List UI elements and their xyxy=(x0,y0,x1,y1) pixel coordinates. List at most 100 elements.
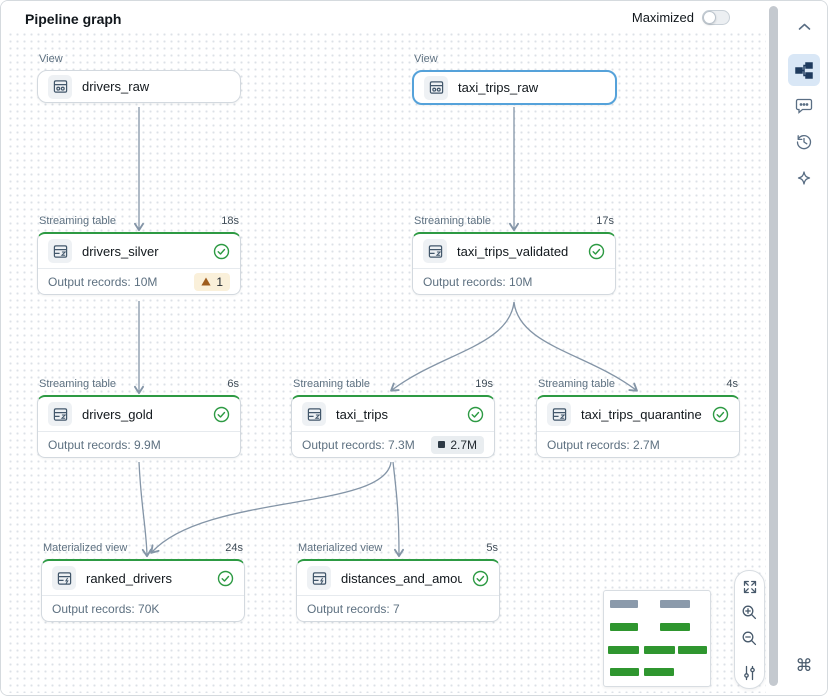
success-check-icon xyxy=(472,570,489,587)
view-table-icon xyxy=(424,75,448,100)
node-group-taxi_trips_validated: Streaming table 17s taxi_trips_validated… xyxy=(412,215,616,295)
minimap-node xyxy=(610,668,639,676)
node-group-ranked_drivers: Materialized view 24s ranked_drivers Out… xyxy=(41,542,245,622)
success-check-icon xyxy=(213,406,230,423)
streaming-table-icon xyxy=(48,239,72,263)
minimap-node xyxy=(660,623,690,631)
output-records: Output records: 9.9M xyxy=(48,437,161,452)
node-name: drivers_gold xyxy=(82,406,153,422)
backlog-count: 2.7M xyxy=(450,437,477,452)
node-kind-label: Materialized view xyxy=(298,542,383,554)
node-duration: 18s xyxy=(221,215,239,227)
pipeline-graph-tab[interactable] xyxy=(788,54,820,86)
output-records: Output records: 10M xyxy=(423,274,533,289)
minimap-node xyxy=(644,646,675,654)
minimap-node xyxy=(608,646,639,654)
backlog-square-icon xyxy=(438,441,446,448)
streaming-table-icon xyxy=(547,402,571,426)
success-check-icon xyxy=(213,243,230,260)
success-check-icon xyxy=(217,570,234,587)
output-records: Output records: 2.7M xyxy=(547,437,660,452)
assistant-sparkle-tab[interactable] xyxy=(788,162,820,194)
graph-node-drivers_gold[interactable]: drivers_gold Output records: 9.9M xyxy=(37,395,241,458)
node-duration: 5s xyxy=(486,542,498,554)
node-group-drivers_raw: View drivers_raw xyxy=(37,53,241,103)
materialized-view-icon xyxy=(307,566,331,590)
graph-node-taxi_trips_quarantine[interactable]: taxi_trips_quarantine Output records: 2.… xyxy=(536,395,740,458)
view-table-icon xyxy=(48,74,72,99)
node-group-drivers_gold: Streaming table 6s drivers_gold Output r… xyxy=(37,378,241,458)
zoom-controls xyxy=(734,570,765,689)
graph-node-taxi_trips[interactable]: taxi_trips Output records: 7.3M 2.7M xyxy=(291,395,495,458)
node-name: distances_and_amounts_b... xyxy=(341,570,462,586)
node-duration: 24s xyxy=(225,542,243,554)
output-records: Output records: 7.3M xyxy=(302,437,415,452)
success-check-icon xyxy=(588,243,605,260)
minimap-node xyxy=(660,600,690,608)
graph-node-ranked_drivers[interactable]: ranked_drivers Output records: 70K xyxy=(41,559,245,622)
node-group-taxi_trips_quarantine: Streaming table 4s taxi_trips_quarantine… xyxy=(536,378,740,458)
warning-count: 1 xyxy=(216,274,223,289)
success-check-icon xyxy=(467,406,484,423)
node-kind-label: Materialized view xyxy=(43,542,128,554)
node-name: ranked_drivers xyxy=(86,570,172,586)
minimap-node xyxy=(610,600,638,608)
node-group-drivers_silver: Streaming table 18s drivers_silver Outpu… xyxy=(37,215,241,295)
materialized-view-icon xyxy=(52,566,76,590)
graph-node-taxi_trips_raw[interactable]: taxi_trips_raw xyxy=(412,70,617,105)
output-records: Output records: 7 xyxy=(307,601,400,616)
panel-header: Pipeline graph Maximized xyxy=(1,1,782,31)
node-kind-label: Streaming table xyxy=(293,378,371,390)
graph-node-drivers_silver[interactable]: drivers_silver Output records: 10M 1 xyxy=(37,232,241,295)
expectation-warning-badge[interactable]: 1 xyxy=(194,272,230,291)
node-kind-label: Streaming table xyxy=(538,378,616,390)
output-records: Output records: 10M xyxy=(48,274,158,289)
node-group-distances_and_amounts: Materialized view 5s distances_and_amoun… xyxy=(296,542,500,622)
zoom-out-button[interactable] xyxy=(741,630,758,647)
right-sidebar: ⌘ xyxy=(781,1,827,695)
minimap-node xyxy=(678,646,707,654)
node-kind-label: Streaming table xyxy=(39,378,117,390)
graph-node-distances_and_amounts[interactable]: distances_and_amounts_b... Output record… xyxy=(296,559,500,622)
graph-node-taxi_trips_validated[interactable]: taxi_trips_validated Output records: 10M xyxy=(412,232,616,295)
node-group-taxi_trips_raw: View taxi_trips_raw xyxy=(412,53,617,105)
node-name: drivers_raw xyxy=(82,79,150,94)
node-duration: 19s xyxy=(475,378,493,390)
minimap-node xyxy=(610,623,638,631)
vertical-scrollbar[interactable] xyxy=(769,6,778,686)
node-duration: 17s xyxy=(596,215,614,227)
streaming-table-icon xyxy=(423,239,447,263)
node-duration: 6s xyxy=(227,378,239,390)
node-name: taxi_trips_validated xyxy=(457,243,569,259)
node-name: taxi_trips_raw xyxy=(458,80,539,95)
output-records: Output records: 70K xyxy=(52,601,160,616)
graph-minimap[interactable] xyxy=(603,590,711,687)
history-tab[interactable] xyxy=(788,126,820,158)
pipeline-canvas[interactable]: Pipeline graph Maximized xyxy=(1,1,783,695)
fit-to-screen-button[interactable] xyxy=(741,579,758,595)
node-kind-label: Streaming table xyxy=(39,215,117,227)
streaming-table-icon xyxy=(48,402,72,426)
command-shortcut-icon[interactable]: ⌘ xyxy=(795,656,813,675)
graph-node-drivers_raw[interactable]: drivers_raw xyxy=(37,70,241,103)
streaming-table-icon xyxy=(302,402,326,426)
warning-triangle-icon xyxy=(201,277,211,286)
toggle-knob xyxy=(703,11,716,24)
node-group-taxi_trips: Streaming table 19s taxi_trips Output re… xyxy=(291,378,495,458)
node-kind-label: Streaming table xyxy=(414,215,492,227)
maximized-toggle[interactable] xyxy=(702,10,730,25)
node-kind-label: View xyxy=(414,53,438,65)
node-name: drivers_silver xyxy=(82,243,159,259)
minimap-node xyxy=(644,668,674,676)
node-duration: 4s xyxy=(726,378,738,390)
backlog-count-badge[interactable]: 2.7M xyxy=(431,435,484,454)
collapse-chevron-up-icon[interactable] xyxy=(788,11,820,43)
node-name: taxi_trips xyxy=(336,406,389,422)
node-kind-label: View xyxy=(39,53,63,65)
graph-settings-button[interactable] xyxy=(741,665,758,681)
page-title: Pipeline graph xyxy=(25,11,122,27)
zoom-in-button[interactable] xyxy=(741,604,758,621)
comments-tab[interactable] xyxy=(788,90,820,122)
success-check-icon xyxy=(712,406,729,423)
